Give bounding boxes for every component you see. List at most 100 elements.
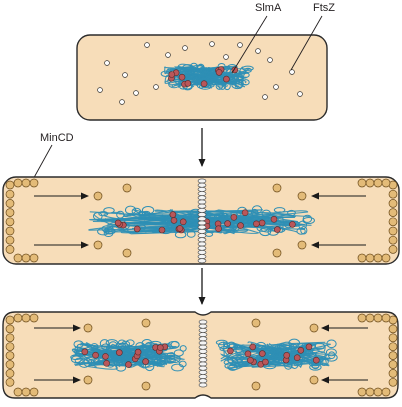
slma-dot — [244, 350, 252, 358]
slma-dot — [230, 214, 238, 221]
ftsz-ring-unit — [198, 374, 208, 379]
slma-dot — [283, 351, 291, 359]
ftsz-ring-unit — [197, 245, 207, 251]
ftsz-dot — [237, 42, 243, 48]
slma-dot — [249, 343, 256, 351]
dna-loop — [241, 65, 254, 71]
dna-loop — [124, 205, 137, 215]
ftsz-ring-unit — [198, 382, 208, 388]
mincd-dot — [381, 313, 391, 323]
slma-dot — [114, 219, 122, 227]
slma-dot — [133, 225, 141, 233]
slma-dot — [81, 348, 89, 356]
mincd-dot — [13, 178, 23, 188]
mincd-dot — [5, 360, 15, 369]
mincd-dot — [388, 208, 398, 217]
dna-loop — [213, 213, 227, 221]
dna-loop — [288, 343, 298, 351]
slma-dot — [184, 80, 192, 87]
dna-loop — [205, 74, 218, 81]
ftsz-dot — [122, 72, 128, 78]
slma-dot — [200, 80, 208, 87]
slma-dot — [103, 359, 110, 367]
mincd-dot — [5, 226, 15, 236]
mincd-dot — [388, 360, 398, 369]
slma-dot — [237, 222, 244, 229]
slma-dot — [258, 219, 266, 227]
dna-loop — [325, 353, 338, 362]
slma-dot — [258, 350, 266, 357]
dna-loop — [166, 352, 176, 361]
dna-loop — [205, 66, 213, 76]
mincd-dot — [5, 324, 15, 334]
dna-strand — [86, 343, 127, 370]
mincd-dot — [365, 313, 375, 323]
ftsz-dot — [273, 84, 279, 90]
ftsz-ring-unit — [197, 203, 207, 209]
ftsz-ring-unit — [197, 212, 207, 217]
dna-loop — [99, 339, 110, 348]
dna-loop — [97, 356, 106, 364]
ftsz-dot — [97, 87, 103, 93]
mincd-oscillation-arrows — [34, 324, 368, 384]
dna-loop — [220, 213, 229, 220]
dna-loop — [189, 62, 199, 72]
ftsz-ring-unit — [197, 233, 207, 238]
slma-dot — [116, 349, 123, 356]
ftsz-ring-unit — [197, 186, 207, 192]
dna-loop — [141, 205, 155, 215]
slma-dot — [178, 73, 186, 81]
mincd-dot — [122, 248, 132, 258]
mincd-dot — [29, 313, 39, 323]
dna-loop — [105, 339, 119, 347]
mincd-dot — [357, 178, 367, 188]
ftsz-dot — [267, 57, 273, 63]
dna-loop — [98, 211, 109, 217]
dna-loop — [186, 230, 196, 238]
mincd-dot — [357, 253, 367, 263]
ftsz-ring-unit — [197, 249, 207, 255]
mincd-dot — [381, 178, 391, 188]
dna-loop — [78, 359, 91, 368]
ftsz-ring-unit — [197, 178, 207, 184]
dna-loop — [70, 354, 82, 361]
ftsz-ring-unit — [198, 319, 208, 325]
dna-loop — [116, 210, 125, 219]
ftsz-ring-unit — [198, 340, 208, 346]
mincd-dot — [357, 387, 367, 397]
ftsz-dot — [182, 45, 188, 51]
ftsz-dot — [119, 99, 125, 105]
ftsz-dot — [144, 42, 150, 48]
ftsz-ring-unit — [197, 254, 207, 259]
slma-dot — [262, 358, 269, 366]
slma-dot — [134, 348, 142, 356]
dna-loop — [234, 79, 244, 88]
dna-loop — [237, 361, 249, 367]
mincd-dot — [21, 178, 31, 188]
dna-loop — [302, 216, 315, 225]
ftsz-ring-unit — [198, 336, 208, 342]
ftsz-ring — [197, 178, 207, 264]
slma-dot — [273, 226, 281, 233]
mincd-dot — [251, 318, 261, 328]
cell-stage-3 — [2, 311, 399, 399]
ftsz-ring-unit — [198, 344, 208, 350]
dna-loop — [261, 226, 273, 233]
mincd-dots — [5, 313, 398, 397]
slma-dot — [215, 69, 223, 76]
ftsz-ring-unit — [197, 224, 207, 230]
mincd-dot — [83, 375, 93, 385]
ftsz-dot — [133, 90, 139, 96]
dna-loop — [125, 339, 135, 347]
ftsz-dot — [223, 54, 229, 60]
dna-loop — [251, 208, 259, 216]
dna-loop — [261, 209, 272, 218]
slma-dot — [247, 356, 254, 364]
dna-loop — [308, 352, 317, 359]
dna-loop — [170, 340, 180, 349]
mincd-dot — [388, 333, 398, 343]
mincd-dot — [251, 381, 261, 391]
ftsz-dot — [297, 91, 303, 97]
mincd-dot — [381, 387, 391, 397]
